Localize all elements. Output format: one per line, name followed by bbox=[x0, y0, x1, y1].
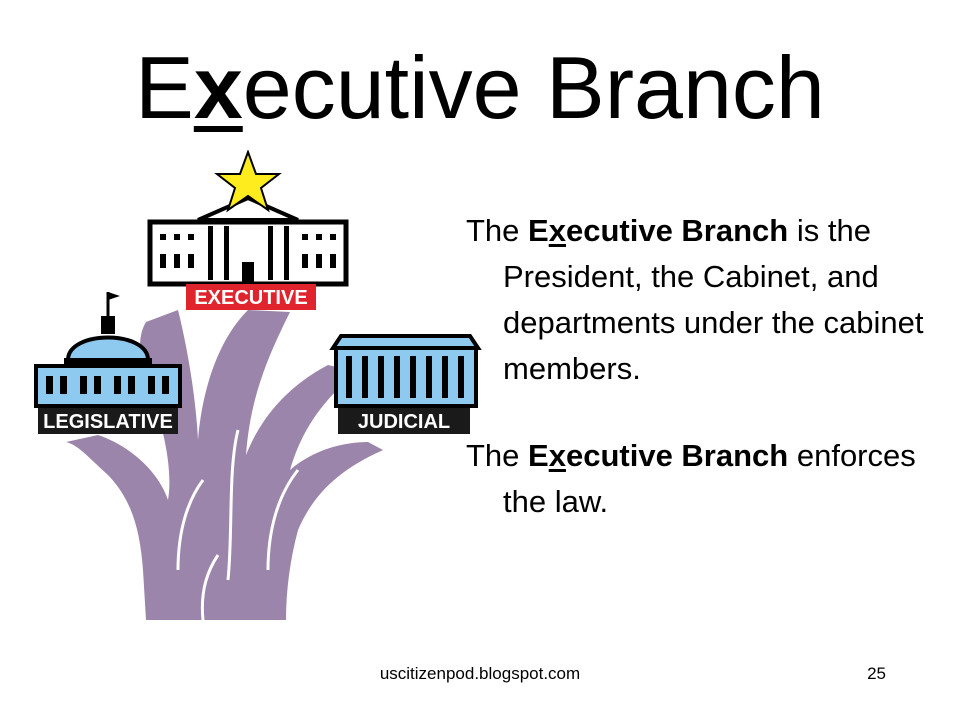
footer-source: uscitizenpod.blogspot.com bbox=[379, 664, 581, 683]
tree-trunk bbox=[66, 310, 383, 620]
slide-title: Executive Branch bbox=[135, 38, 825, 137]
star-icon bbox=[214, 150, 282, 213]
slide-body: The Executive Branch is the President, t… bbox=[466, 208, 936, 566]
judicial-building-icon: JUDICIAL bbox=[329, 334, 482, 434]
executive-building-icon: EXECUTIVE bbox=[147, 195, 349, 310]
legislative-building-icon: LEGISLATIVE bbox=[34, 292, 182, 434]
judicial-label: JUDICIAL bbox=[358, 411, 450, 433]
three-branches-tree-illustration: LEGISLATIVE JUDICIAL bbox=[34, 150, 482, 621]
title-underlined-letter: x bbox=[193, 38, 243, 137]
paragraph-role: The Executive Branch enforces the law. bbox=[466, 438, 916, 519]
paragraph-definition: The Executive Branch is the President, t… bbox=[466, 213, 924, 386]
executive-label: EXECUTIVE bbox=[194, 287, 307, 309]
legislative-label: LEGISLATIVE bbox=[43, 411, 173, 433]
slide-number: 25 bbox=[867, 664, 886, 683]
